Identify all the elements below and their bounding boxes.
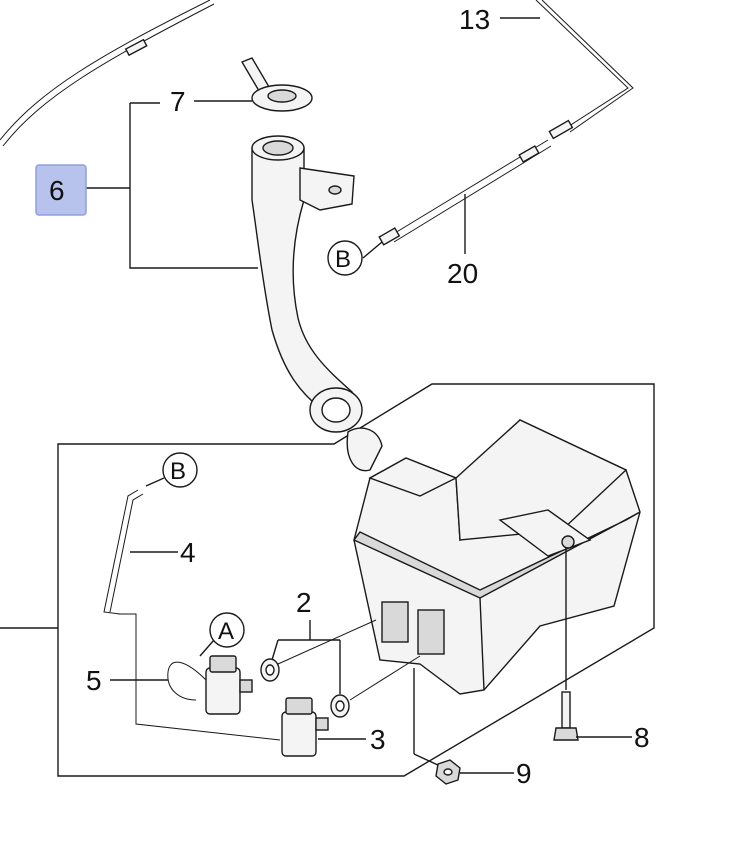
callout-8: 8: [634, 722, 650, 753]
upper-left-hose: [0, 0, 215, 147]
hose-13: 13: [459, 0, 634, 140]
bolt-8: 8: [553, 548, 650, 753]
callout-9: 9: [516, 758, 532, 789]
filler-neck-6: [86, 102, 363, 433]
connector-b-top: B: [327, 240, 363, 276]
nut-9: 9: [413, 668, 532, 789]
callout-2: 2: [296, 587, 312, 618]
connector-b-left: B: [162, 452, 198, 488]
callout-7: 7: [170, 86, 186, 117]
washer-pump-a: [167, 639, 253, 715]
callout-3: 3: [370, 724, 386, 755]
washer-reservoir: [346, 418, 641, 695]
callout-6-highlight[interactable]: 6: [35, 164, 87, 216]
filler-cap-7: 7: [170, 57, 313, 117]
connector-a: A: [209, 612, 245, 648]
grommets-2: 2: [260, 587, 421, 718]
callout-6: 6: [49, 175, 65, 206]
svg-text:B: B: [170, 458, 186, 485]
washer-pump-3: 3: [281, 697, 386, 757]
callout-13: 13: [459, 4, 490, 35]
callout-5: 5: [86, 665, 102, 696]
svg-text:A: A: [218, 618, 234, 645]
hose-5-callout: 5: [86, 665, 168, 696]
callout-4: 4: [180, 537, 196, 568]
callout-20: 20: [447, 258, 478, 289]
hose-20: 20: [362, 139, 552, 289]
hose-4: 4: [103, 477, 281, 741]
svg-text:B: B: [335, 246, 351, 273]
